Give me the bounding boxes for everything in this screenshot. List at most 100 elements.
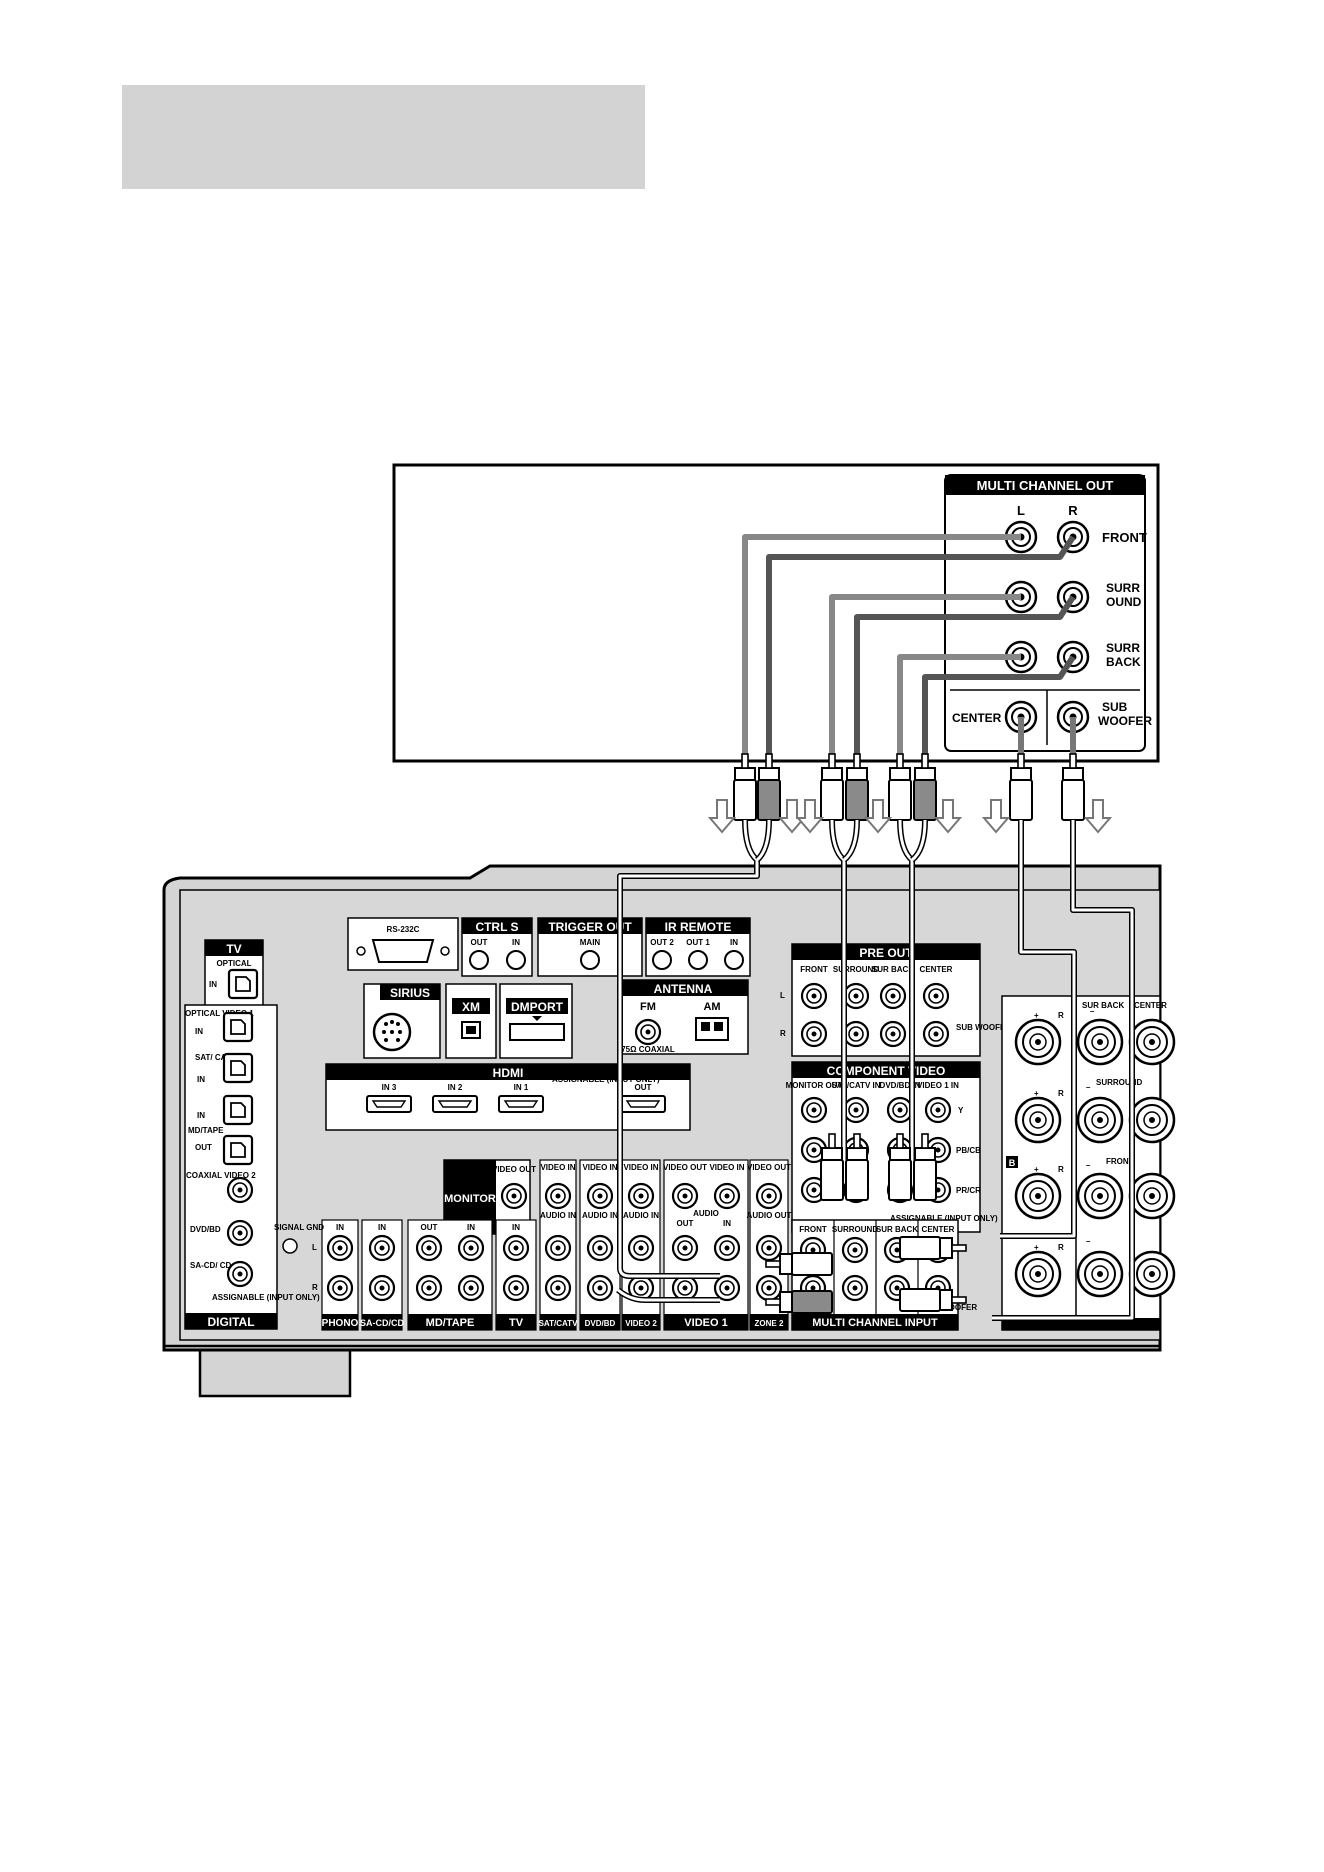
ctrl-s-out-jack[interactable] (469, 950, 489, 970)
sat-catv-label: SAT/CATV (539, 1319, 578, 1328)
sp-center-label: CENTER (1134, 1001, 1167, 1010)
r-label: R (780, 1029, 786, 1038)
speaker-terminal-8[interactable] (1076, 1172, 1124, 1220)
ir-out2-jack[interactable] (652, 950, 672, 970)
assignable-label: ASSIGNABLE (INPUT ONLY) (212, 1293, 320, 1302)
hdmi-in2-port[interactable] (432, 1095, 478, 1113)
md-out-optical-jack[interactable] (222, 1134, 254, 1166)
monitor-video-out-jack[interactable] (500, 1182, 528, 1210)
hdmi-label: HDMI (493, 1066, 524, 1080)
speaker-terminal-5[interactable] (1076, 1096, 1124, 1144)
satellite-panel: SIRIUS XM DMPORT (363, 983, 573, 1059)
monitor-out-label: MONITOR OUT (786, 1081, 843, 1090)
comp-monitor-y-jack[interactable] (800, 1096, 828, 1124)
speaker-terminal-9[interactable] (1128, 1172, 1176, 1220)
sacd-coaxial-jack[interactable] (226, 1260, 254, 1288)
pre-out-panel: PRE OUT FRONT SURROUND SUR BACK CENTER L… (780, 943, 1011, 1057)
mci-front-label: FRONT (799, 1225, 827, 1234)
speaker-terminal-10[interactable] (1014, 1250, 1062, 1298)
source-component: MULTI CHANNEL OUT L R FRONT SURR OUND SU… (392, 463, 1160, 763)
video2-video-jack[interactable] (627, 1182, 655, 1210)
arrow-down-icon (779, 799, 805, 833)
sub-woofer-label: SUB WOOFER (956, 1023, 1011, 1032)
video1-video-out-jack[interactable] (671, 1182, 699, 1210)
zone2-video-out-label: VIDEO OUT (747, 1163, 791, 1172)
comp-dvd-y-jack[interactable] (886, 1096, 914, 1124)
l-label: L (780, 991, 785, 1000)
hdmi-in3-port[interactable] (366, 1095, 412, 1113)
arrow-down-icon (709, 799, 735, 833)
sub-label: SUB (1102, 700, 1128, 714)
mci-surround-r-jack[interactable] (841, 1274, 869, 1302)
video1-in-label: VIDEO 1 IN (917, 1081, 959, 1090)
sat-video-jack[interactable] (544, 1182, 572, 1210)
header-placeholder-box (122, 85, 645, 189)
speaker-terminals: SUR BACK CENTER SURROUND FRONT B + R – +… (1001, 995, 1176, 1331)
comp-video1-y-jack[interactable] (924, 1096, 952, 1124)
hdmi-in3-label: IN 3 (382, 1083, 397, 1092)
preout-surback-r-jack[interactable] (879, 1020, 907, 1048)
signal-gnd-terminal[interactable] (282, 1238, 298, 1254)
preout-center-jack[interactable] (922, 982, 950, 1010)
zone2-video-jack[interactable] (755, 1182, 783, 1210)
speaker-terminal-3[interactable] (1128, 1018, 1176, 1066)
am-antenna-terminal[interactable] (695, 1017, 729, 1041)
speaker-terminal-12[interactable] (1128, 1250, 1176, 1298)
pb-label: PB/CB (956, 1146, 981, 1155)
hdmi-in1-port[interactable] (498, 1095, 544, 1113)
video1-video-in-jack[interactable] (713, 1182, 741, 1210)
multi-channel-out-label: MULTI CHANNEL OUT (977, 478, 1114, 493)
r-label: R (1058, 1165, 1064, 1174)
pr-label: PR/CR (956, 1186, 981, 1195)
ir-in-jack[interactable] (724, 950, 744, 970)
am-label: AM (703, 1001, 720, 1013)
rs232c-label: RS-232C (387, 925, 420, 934)
video1-optical-jack[interactable] (222, 1011, 254, 1043)
preout-subwoofer-jack[interactable] (922, 1020, 950, 1048)
trigger-main-jack[interactable] (580, 950, 600, 970)
comp-assignable-label: ASSIGNABLE (INPUT ONLY) (890, 1214, 998, 1223)
col-l-label: L (1017, 503, 1025, 518)
plus-label: + (1034, 1243, 1039, 1252)
dvd-coaxial-jack[interactable] (226, 1219, 254, 1247)
rs232c-port[interactable] (371, 939, 435, 963)
video2-coaxial-jack[interactable] (226, 1176, 254, 1204)
mci-surround-l-jack[interactable] (841, 1236, 869, 1264)
md-tape-label: MD/TAPE (188, 1126, 224, 1135)
speaker-terminal-2[interactable] (1076, 1018, 1124, 1066)
digital-panel: TV OPTICAL IN OPTICAL VIDEO 1 IN SAT/ CA… (184, 939, 320, 1330)
zone2-audio-out-label: AUDIO OUT (747, 1211, 792, 1220)
preout-surround-r-jack[interactable] (842, 1020, 870, 1048)
speaker-terminal-11[interactable] (1076, 1250, 1124, 1298)
sp-surround-label: SURROUND (1096, 1078, 1142, 1087)
control-panel: RS-232C CTRL S OUT IN TRIGGER OUT MAIN I… (347, 917, 751, 977)
speaker-terminal-6[interactable] (1128, 1096, 1176, 1144)
speaker-terminal-4[interactable] (1014, 1096, 1062, 1144)
dvd-video-jack[interactable] (586, 1182, 614, 1210)
dvd-bd-label: DVD/BD (585, 1319, 616, 1328)
speaker-terminal-7[interactable] (1014, 1172, 1062, 1220)
dmport-port[interactable] (509, 1023, 565, 1041)
preout-surround-l-jack[interactable] (842, 982, 870, 1010)
preout-surback-l-jack[interactable] (879, 982, 907, 1010)
preout-front-l-jack[interactable] (800, 982, 828, 1010)
preout-front-r-jack[interactable] (800, 1020, 828, 1048)
hdmi-out-port[interactable] (620, 1095, 666, 1113)
arrow-down-icon (797, 799, 823, 833)
comp-sat-y-jack[interactable] (842, 1096, 870, 1124)
md-in-optical-jack[interactable] (222, 1094, 254, 1126)
y-label: Y (958, 1106, 964, 1115)
ir-out1-jack[interactable] (688, 950, 708, 970)
tv-optical-jack[interactable] (227, 968, 259, 1000)
speaker-terminal-1[interactable] (1014, 1018, 1062, 1066)
dvd-bd-label: DVD/BD (190, 1225, 221, 1234)
plus-label: + (1034, 1089, 1039, 1098)
sat-audio-in-label: AUDIO IN (540, 1211, 576, 1220)
ctrl-s-in-jack[interactable] (506, 950, 526, 970)
hdmi-out-label: OUT (635, 1083, 652, 1092)
fm-antenna-jack[interactable] (634, 1018, 662, 1046)
in-label: IN (197, 1075, 205, 1084)
sat-optical-jack[interactable] (222, 1052, 254, 1084)
center-label: CENTER (952, 711, 1002, 725)
